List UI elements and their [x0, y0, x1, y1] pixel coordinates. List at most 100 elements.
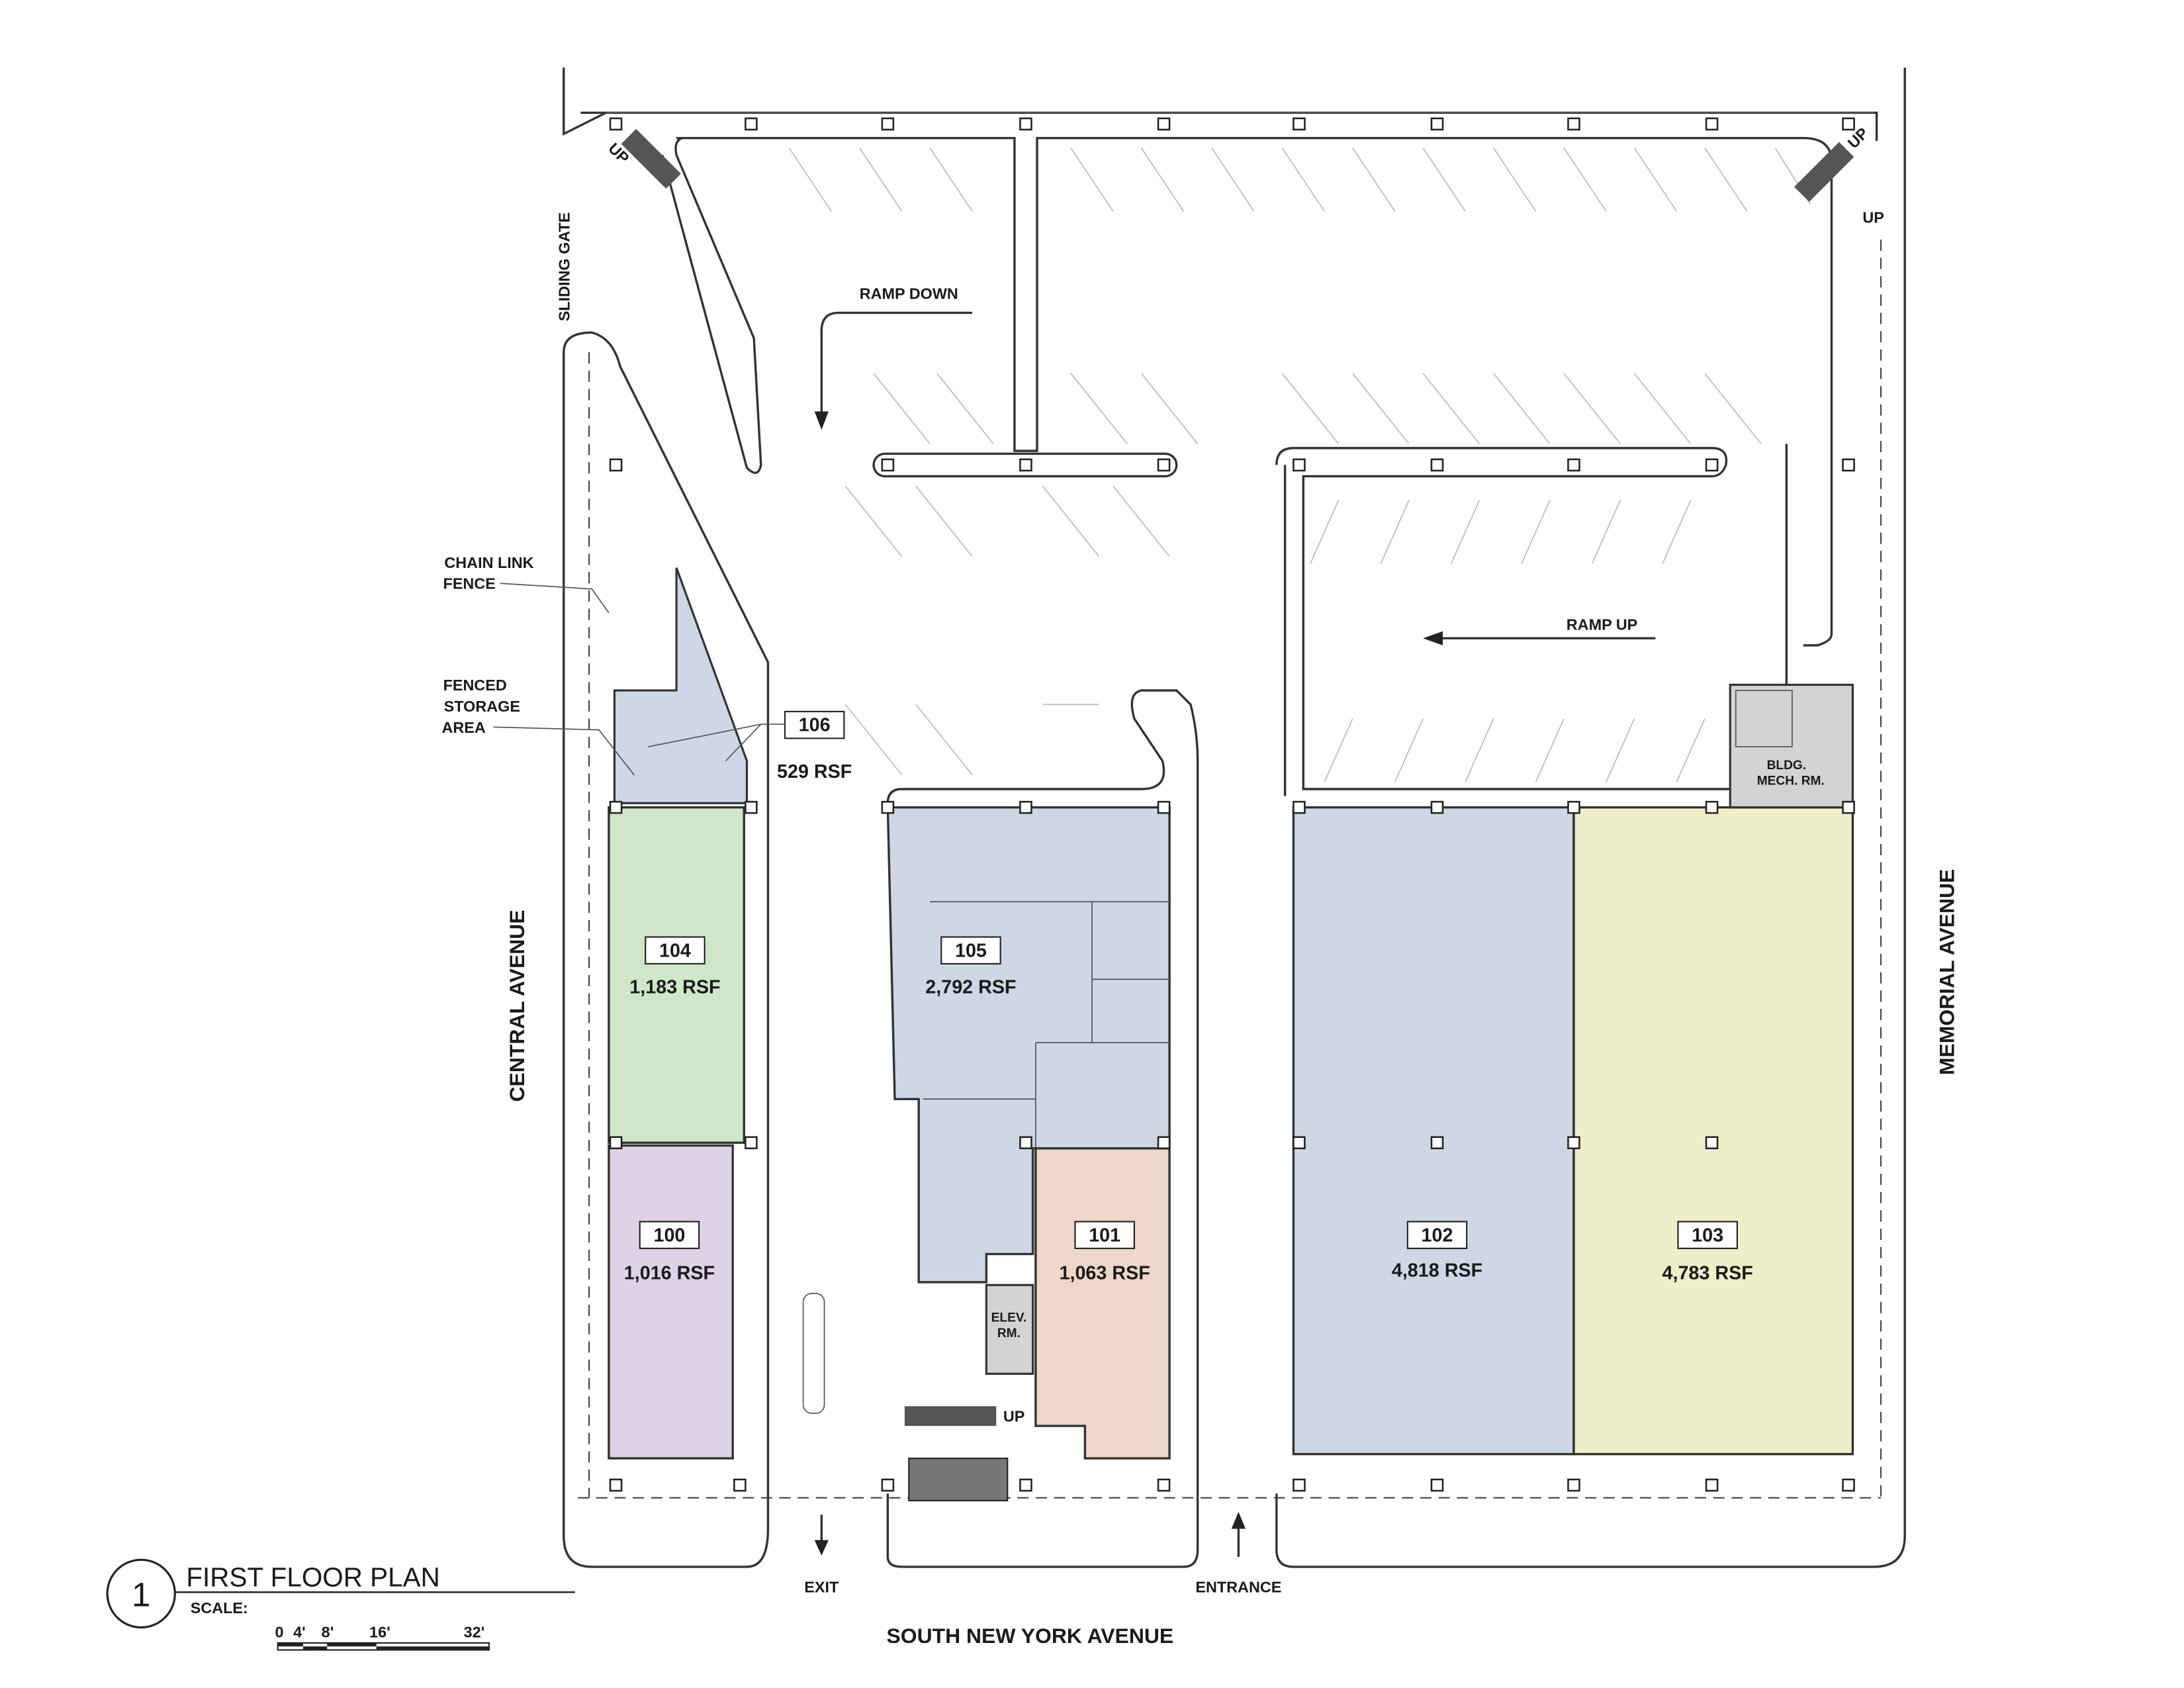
unit-102-area[interactable] [1292, 806, 1575, 1456]
mech-label: BLDG. [1767, 759, 1807, 773]
unit-number: 105 [955, 940, 987, 961]
unit-area: 4,783 RSF [1662, 1263, 1753, 1284]
column-marker [745, 800, 758, 814]
stair-northwest [621, 128, 681, 189]
scale-tick: 4' [293, 1623, 306, 1640]
column-marker [1293, 1136, 1306, 1150]
column-marker [1293, 117, 1306, 131]
unit-number: 100 [653, 1225, 685, 1246]
unit-101-area[interactable] [1034, 1147, 1171, 1460]
unit-number: 103 [1692, 1225, 1723, 1246]
unit-number: 106 [799, 715, 831, 736]
scale-tick: 0 [275, 1623, 283, 1640]
unit-102-label[interactable]: 102 4,818 RSF [1392, 1221, 1482, 1281]
unit-104-area[interactable] [608, 806, 745, 1144]
column-marker [881, 458, 895, 472]
column-marker [1705, 800, 1719, 814]
elev-label: ELEV. [991, 1311, 1027, 1325]
unit-101-label[interactable]: 101 1,063 RSF [1060, 1221, 1150, 1284]
column-marker [1567, 1478, 1580, 1492]
column-marker [1430, 458, 1444, 472]
column-marker [1019, 800, 1032, 814]
column-marker [881, 117, 895, 131]
column-marker [609, 1478, 623, 1492]
mech-room [1729, 683, 1854, 809]
unit-103-area[interactable] [1572, 806, 1854, 1456]
unit-area: 2,792 RSF [925, 977, 1016, 998]
column-marker [733, 1478, 747, 1492]
column-marker [1430, 117, 1444, 131]
column-marker [1157, 1478, 1171, 1492]
column-marker [1567, 117, 1580, 131]
column-marker [1157, 117, 1171, 131]
column-marker [1567, 1136, 1580, 1150]
column-marker [1842, 800, 1855, 814]
entrance-label: ENTRANCE [1195, 1578, 1281, 1595]
sliding-gate-label: SLIDING GATE [555, 212, 572, 322]
column-marker [881, 800, 895, 814]
column-marker [609, 117, 623, 131]
scale-tick: 32' [464, 1623, 485, 1640]
column-marker [1157, 1136, 1171, 1150]
parking-upper [661, 136, 1833, 796]
column-marker [1705, 1478, 1719, 1492]
column-marker [1019, 1136, 1032, 1150]
column-marker [609, 1136, 623, 1150]
structural-columns [609, 117, 1855, 1492]
unit-103-label[interactable]: 103 4,783 RSF [1662, 1221, 1753, 1284]
column-marker [609, 458, 623, 472]
ramp-down-label: RAMP DOWN [860, 285, 958, 302]
drawing-number: 1 [132, 1576, 150, 1614]
up-label: UP [1862, 209, 1884, 226]
street-west: CENTRAL AVENUE [505, 910, 529, 1102]
fence-label: CHAIN LINK [444, 554, 533, 571]
ramp-down-arrow [820, 311, 973, 423]
title-block: 1 FIRST FLOOR PLAN SCALE: 0 4' 8' 16' 32… [106, 1558, 575, 1651]
scale-tick: 8' [322, 1623, 334, 1640]
column-marker [1019, 117, 1032, 131]
storage-label: STORAGE [444, 698, 520, 715]
ramp-up-label: RAMP UP [1567, 616, 1638, 633]
column-marker [745, 117, 758, 131]
column-marker [1430, 1136, 1444, 1150]
unit-100-area[interactable] [608, 1144, 734, 1460]
column-marker [1019, 1478, 1032, 1492]
up-label: UP [1003, 1408, 1025, 1425]
stair-south [904, 1406, 1009, 1501]
unit-105-label[interactable]: 105 2,792 RSF [925, 936, 1017, 998]
column-marker [1567, 800, 1580, 814]
column-marker [1293, 1478, 1306, 1492]
unit-104-label[interactable]: 104 1,183 RSF [629, 936, 721, 998]
unit-area: 4,818 RSF [1392, 1260, 1482, 1281]
unit-106-label[interactable]: 106 529 RSF [648, 710, 852, 782]
column-marker [609, 800, 623, 814]
column-marker [1567, 458, 1580, 472]
elev-label: RM. [997, 1327, 1021, 1340]
column-marker [1705, 458, 1719, 472]
column-marker [1705, 117, 1719, 131]
storage-label: AREA [442, 719, 486, 736]
scale-label: SCALE: [191, 1599, 248, 1617]
street-south: SOUTH NEW YORK AVENUE [886, 1624, 1173, 1648]
unit-area: 1,183 RSF [629, 977, 720, 998]
site-boundary [563, 68, 1906, 1568]
scale-tick: 16' [369, 1623, 390, 1640]
column-marker [1293, 800, 1306, 814]
column-marker [881, 1478, 895, 1492]
column-marker [1842, 458, 1855, 472]
column-marker [1842, 117, 1855, 131]
column-marker [1430, 1478, 1444, 1492]
mech-label: MECH. RM. [1757, 774, 1825, 788]
drawing-title: FIRST FLOOR PLAN [186, 1562, 439, 1593]
unit-106-area[interactable] [613, 567, 749, 804]
unit-105-area[interactable] [886, 806, 1171, 1284]
street-east: MEMORIAL AVENUE [1935, 869, 1959, 1075]
unit-area: 1,016 RSF [624, 1263, 715, 1284]
unit-number: 101 [1089, 1225, 1120, 1246]
unit-100-label[interactable]: 100 1,016 RSF [624, 1221, 715, 1284]
column-marker [1842, 1478, 1855, 1492]
fence-label: FENCE [443, 575, 496, 592]
elevator-room [985, 1284, 1034, 1375]
column-marker [1705, 1136, 1719, 1150]
